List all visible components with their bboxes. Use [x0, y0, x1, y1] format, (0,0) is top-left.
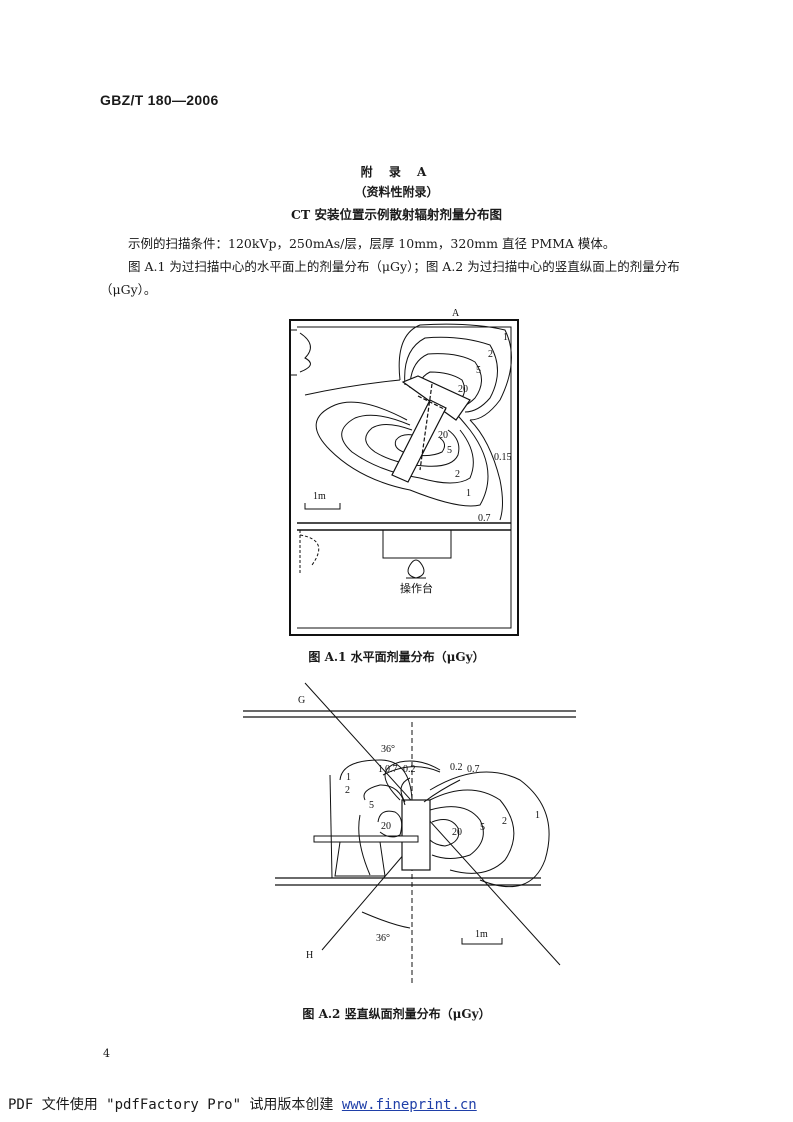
right-label-20: 20 [452, 827, 462, 838]
left-label-1a: 1 [378, 764, 383, 775]
right-label-02: 0.2 [450, 762, 463, 773]
standard-code: GBZ/T 180—2006 [100, 92, 219, 108]
contour-label-1: 1 [503, 332, 508, 343]
scale-label: 1m [313, 491, 326, 502]
console-table [382, 529, 452, 559]
right-label-5: 5 [480, 822, 485, 833]
room-wall [289, 319, 519, 636]
left-contour-5 [358, 784, 406, 876]
figure-a1-caption: 图 A.1 水平面剂量分布（μGy） [308, 650, 485, 664]
left-contour-2 [339, 759, 413, 801]
line-h [321, 852, 406, 951]
floor-slab [275, 877, 541, 886]
left-label-07: 0.7 [385, 764, 398, 775]
contour-upper-5 [409, 353, 482, 409]
right-contour-20 [429, 819, 460, 847]
contour-5 [365, 424, 460, 467]
right-label-2: 2 [502, 816, 507, 827]
scale-label-2: 1m [475, 929, 488, 940]
figure-a1 [289, 319, 519, 636]
right-label-07: 0.7 [467, 764, 480, 775]
contour-2 [341, 414, 474, 484]
right-contour-5 [429, 806, 484, 859]
console-label: 操作台 [400, 581, 433, 595]
top-contours [384, 760, 461, 803]
pdf-footer: PDF 文件使用 "pdfFactory Pro" 试用版本创建 www.fin… [8, 1094, 477, 1114]
page-number: 4 [103, 1047, 110, 1060]
contour-label-20b: 20 [438, 430, 448, 441]
contour-label-20: 20 [458, 384, 468, 395]
figure-a2-caption: 图 A.2 竖直纵面剂量分布（μGy） [302, 1007, 491, 1021]
contour-label-1b: 1 [466, 488, 471, 499]
ct-gantry [391, 375, 471, 483]
left-label-1: 1 [346, 772, 351, 783]
contour-label-5: 5 [476, 365, 481, 376]
left-label-5: 5 [369, 800, 374, 811]
contour-upper-2 [404, 336, 498, 413]
ct-gantry-side [401, 799, 431, 871]
figure-a1-labels: A 1m 1 2 5 20 20 5 2 1 0.15 0.7 操作台 [313, 308, 512, 595]
right-label-1: 1 [535, 810, 540, 821]
figure-a2 [243, 682, 576, 985]
appendix-type: （资料性附录） [354, 185, 439, 199]
angle-arc-bottom [361, 911, 411, 929]
right-contour-1 [429, 771, 550, 888]
angle-top: 36° [381, 744, 395, 755]
left-label-2: 2 [345, 785, 350, 796]
contour-1 [315, 399, 489, 507]
scale-bar-2 [461, 938, 503, 945]
contour-label-07: 0.7 [478, 513, 491, 524]
label-a: A [452, 308, 460, 319]
room-wall-inner [297, 326, 512, 629]
left-label-02: 0.2 [403, 764, 416, 775]
footer-text: PDF 文件使用 "pdfFactory Pro" 试用版本创建 [8, 1097, 342, 1113]
label-h: H [306, 950, 313, 961]
ct-couch [313, 835, 419, 877]
contour-upper-1 [398, 323, 512, 421]
footer-link[interactable]: www.fineprint.cn [341, 1097, 477, 1113]
door-bottom-left [299, 530, 320, 575]
scale-bar [304, 503, 341, 510]
ceiling-slab [243, 710, 576, 718]
door-top-left [290, 329, 311, 376]
left-contour-1 [329, 774, 333, 879]
angle-arc-top [382, 766, 441, 776]
right-contour-2 [429, 789, 515, 874]
left-contour-20 [377, 810, 403, 838]
contour-015-left [304, 379, 401, 396]
paragraph-scan-conditions: 示例的扫描条件：120kVp，250mAs/层，层厚 10mm，320mm 直径… [128, 236, 616, 251]
line-g [304, 682, 561, 966]
contour-label-5b: 5 [447, 445, 452, 456]
operator-chair-icon [406, 559, 426, 579]
appendix-title: CT 安装位置示例散射辐射剂量分布图 [290, 207, 503, 222]
contour-label-015: 0.15 [494, 452, 512, 463]
appendix-label: 附 录 A [360, 165, 433, 179]
contour-label-2: 2 [488, 349, 493, 360]
figure-a2-labels: G H 36° 36° 1m 1 0.7 0.2 1 2 5 20 0.2 0.… [298, 695, 540, 961]
partition-wall [297, 522, 511, 531]
label-g: G [298, 695, 305, 706]
contour-label-2b: 2 [455, 469, 460, 480]
paragraph-figure-description: 图 A.1 为过扫描中心的水平面上的剂量分布（μGy）；图 A.2 为过扫描中心… [100, 259, 680, 297]
left-label-20: 20 [381, 821, 391, 832]
contour-015-right [469, 419, 503, 521]
angle-bottom: 36° [376, 933, 390, 944]
